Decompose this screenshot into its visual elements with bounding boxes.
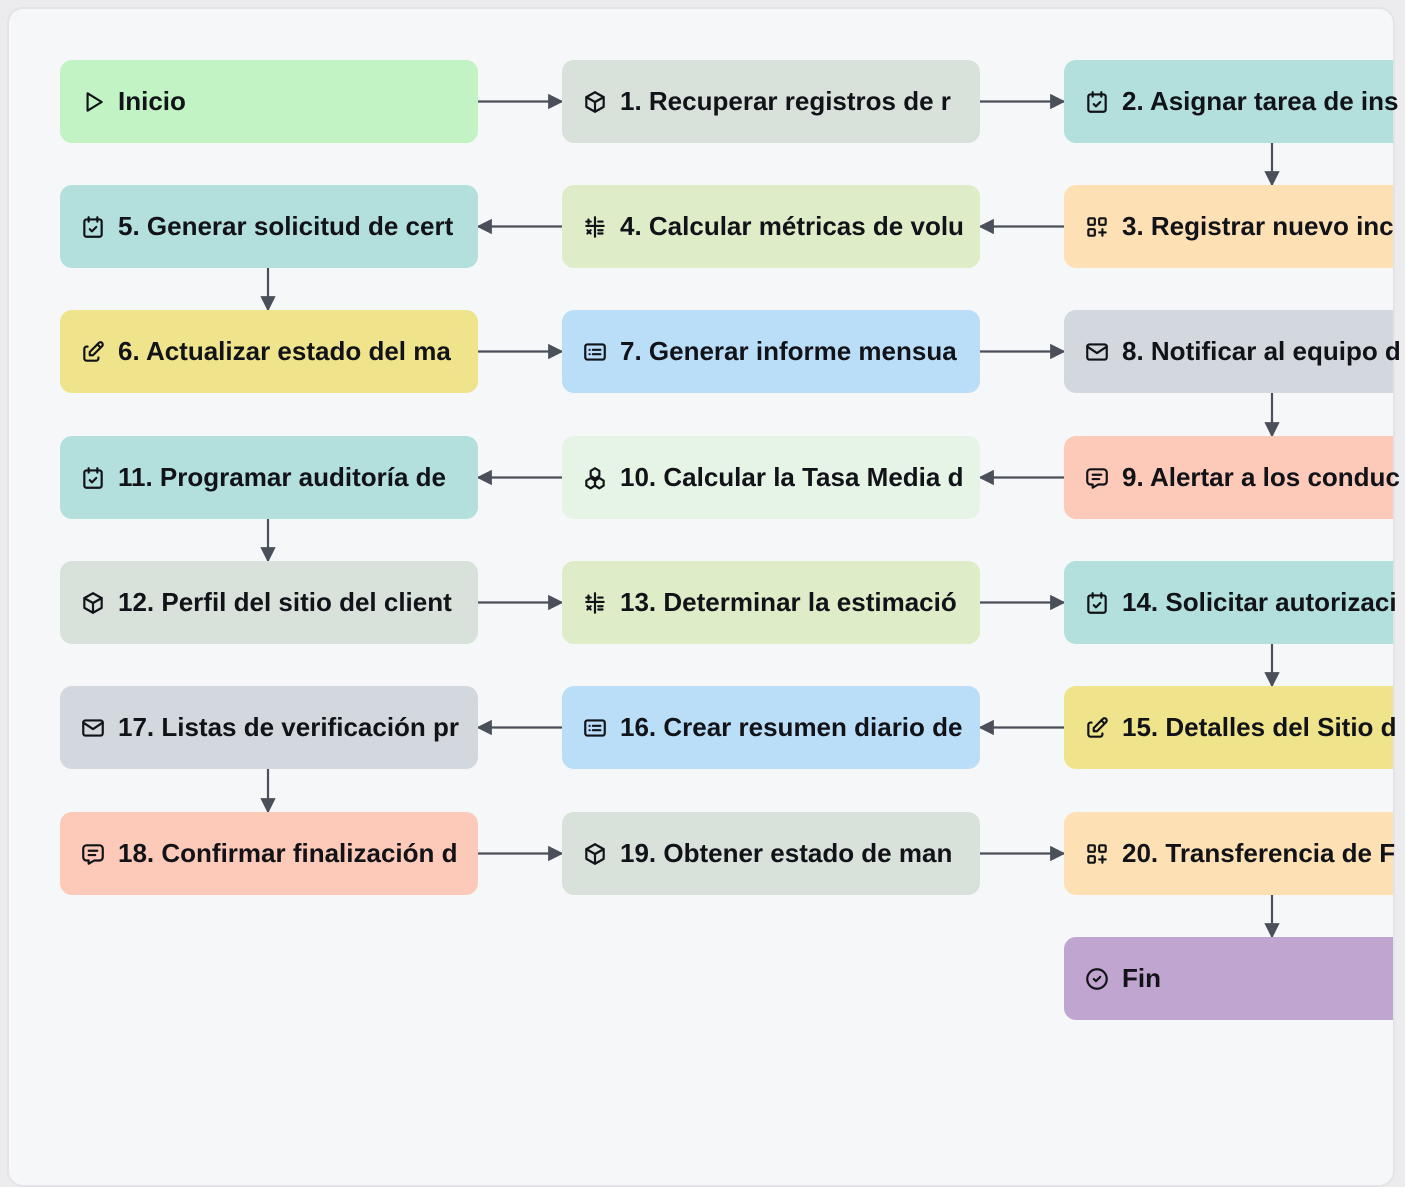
box-icon bbox=[582, 89, 608, 115]
flow-node-n3[interactable]: 3. Registrar nuevo inc bbox=[1064, 185, 1394, 268]
flow-node-end[interactable]: Fin bbox=[1064, 937, 1393, 1020]
flow-node-n18[interactable]: 18. Confirmar finalización d bbox=[60, 812, 478, 895]
flow-node-label: 12. Perfil del sitio del client bbox=[118, 587, 452, 617]
flow-node-label: 19. Obtener estado de man bbox=[620, 838, 953, 868]
flow-node-label: 15. Detalles del Sitio d bbox=[1122, 712, 1397, 742]
circle-check-icon bbox=[1084, 966, 1110, 992]
flow-node-n11[interactable]: 11. Programar auditoría de bbox=[60, 436, 478, 519]
flow-node-label: 3. Registrar nuevo inc bbox=[1122, 211, 1394, 241]
flow-node-label: 2. Asignar tarea de ins bbox=[1122, 86, 1399, 116]
flow-node-label: 13. Determinar la estimació bbox=[620, 587, 957, 617]
flow-node-label: 16. Crear resumen diario de bbox=[620, 712, 963, 742]
calendar-check-icon bbox=[1084, 590, 1110, 616]
calendar-check-icon bbox=[80, 465, 106, 491]
flow-node-n2[interactable]: 2. Asignar tarea de ins bbox=[1064, 60, 1399, 143]
cubes-icon bbox=[582, 465, 608, 491]
list-details-icon bbox=[582, 715, 608, 741]
flow-node-label: Fin bbox=[1122, 963, 1161, 993]
play-icon bbox=[80, 89, 106, 115]
box-icon bbox=[80, 590, 106, 616]
flow-node-n4[interactable]: 4. Calcular métricas de volu bbox=[562, 185, 980, 268]
calculator-icon bbox=[582, 590, 608, 616]
flow-node-label: 18. Confirmar finalización d bbox=[118, 838, 458, 868]
flow-node-label: 1. Recuperar registros de r bbox=[620, 86, 951, 116]
mail-icon bbox=[80, 715, 106, 741]
flow-node-n15[interactable]: 15. Detalles del Sitio d bbox=[1064, 686, 1397, 769]
flow-node-start[interactable]: Inicio bbox=[60, 60, 478, 143]
flow-node-n6[interactable]: 6. Actualizar estado del ma bbox=[60, 310, 478, 393]
flow-node-label: 8. Notificar al equipo d bbox=[1122, 336, 1401, 366]
flow-node-label: 5. Generar solicitud de cert bbox=[118, 211, 454, 241]
flow-node-label: 7. Generar informe mensua bbox=[620, 336, 957, 366]
flow-node-n12[interactable]: 12. Perfil del sitio del client bbox=[60, 561, 478, 644]
edit-icon bbox=[80, 339, 106, 365]
flow-node-label: Inicio bbox=[118, 86, 186, 116]
flow-node-label: 4. Calcular métricas de volu bbox=[620, 211, 964, 241]
calendar-check-icon bbox=[1084, 89, 1110, 115]
flow-node-n10[interactable]: 10. Calcular la Tasa Media d bbox=[562, 436, 980, 519]
list-details-icon bbox=[582, 339, 608, 365]
flow-node-n13[interactable]: 13. Determinar la estimació bbox=[562, 561, 980, 644]
flow-node-n8[interactable]: 8. Notificar al equipo d bbox=[1064, 310, 1401, 393]
edit-icon bbox=[1084, 715, 1110, 741]
flowchart-edges bbox=[260, 93, 1280, 939]
flow-node-n20[interactable]: 20. Transferencia de F bbox=[1064, 812, 1396, 895]
apps-add-icon bbox=[1084, 214, 1110, 240]
flow-node-label: 14. Solicitar autorizaci bbox=[1122, 587, 1397, 617]
flow-node-n16[interactable]: 16. Crear resumen diario de bbox=[562, 686, 980, 769]
flow-node-label: 20. Transferencia de F bbox=[1122, 838, 1396, 868]
flow-node-label: 6. Actualizar estado del ma bbox=[118, 336, 451, 366]
apps-add-icon bbox=[1084, 841, 1110, 867]
box-icon bbox=[582, 841, 608, 867]
flow-node-n1[interactable]: 1. Recuperar registros de r bbox=[562, 60, 980, 143]
flow-node-n14[interactable]: 14. Solicitar autorizaci bbox=[1064, 561, 1397, 644]
flow-node-label: 17. Listas de verificación pr bbox=[118, 712, 460, 742]
mail-icon bbox=[1084, 339, 1110, 365]
sms-icon bbox=[1084, 465, 1110, 491]
flow-node-n9[interactable]: 9. Alertar a los conduc bbox=[1064, 436, 1400, 519]
flow-node-n17[interactable]: 17. Listas de verificación pr bbox=[60, 686, 478, 769]
calendar-check-icon bbox=[80, 214, 106, 240]
flow-node-label: 11. Programar auditoría de bbox=[118, 462, 447, 492]
sms-icon bbox=[80, 841, 106, 867]
flow-node-label: 9. Alertar a los conduc bbox=[1122, 462, 1400, 492]
flow-node-n7[interactable]: 7. Generar informe mensua bbox=[562, 310, 980, 393]
flow-node-label: 10. Calcular la Tasa Media d bbox=[620, 462, 964, 492]
flow-node-n19[interactable]: 19. Obtener estado de man bbox=[562, 812, 980, 895]
flow-node-n5[interactable]: 5. Generar solicitud de cert bbox=[60, 185, 478, 268]
calculator-icon bbox=[582, 214, 608, 240]
